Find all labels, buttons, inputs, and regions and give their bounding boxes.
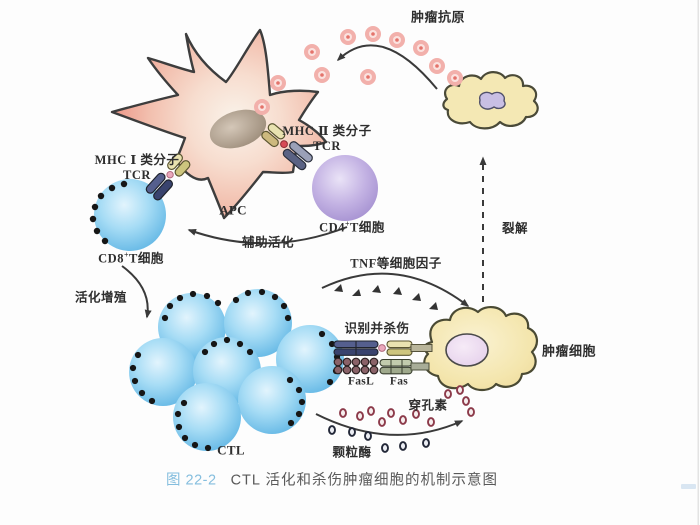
lysis-label: 裂解 — [501, 221, 529, 236]
antigen-dot — [254, 26, 463, 115]
apc-nucleus — [209, 109, 267, 149]
plus-sup: + — [344, 219, 351, 229]
apc-label: APC — [219, 202, 247, 218]
tumor-cell-nucleus — [445, 333, 489, 367]
activation-proliferation-label: 活化增殖 — [74, 290, 128, 305]
perforin-arrow — [315, 413, 464, 436]
fas-label: Fas — [389, 375, 409, 388]
proliferation-arrow — [121, 265, 152, 319]
ctl-cell — [224, 289, 292, 357]
cd8-t-cell — [89, 179, 166, 251]
tcr-mhc-synapse — [333, 340, 433, 356]
mhc1-label: MHC Ⅰ 类分子 — [94, 153, 180, 167]
plus-sup: + — [123, 250, 130, 260]
cd4-prefix: CD4 — [319, 220, 345, 235]
cd8-t-cell-label: CD8+T细胞 — [98, 250, 164, 267]
fasl-label: FasL — [347, 375, 375, 388]
figure-number: 图 22-2 — [166, 472, 217, 489]
tumor-cell-label: 肿瘤细胞 — [541, 343, 597, 359]
granzyme-granules — [328, 425, 430, 453]
t-cell-suffix: T细胞 — [350, 220, 385, 235]
perforin-label: 穿孔素 — [408, 398, 448, 413]
ctl-cell — [173, 383, 241, 451]
cd4-t-cell-label: CD4+T细胞 — [319, 219, 385, 236]
figure-title: CTL 活化和杀伤肿瘤细胞的机制示意图 — [230, 472, 498, 489]
t-cell-suffix: T细胞 — [129, 251, 164, 266]
mhc2-tcr-label: MHC Ⅱ 类分子 TCR — [282, 124, 371, 154]
helper-activation-label: 辅助活化 — [241, 235, 295, 250]
dying-tumor-cell — [442, 71, 539, 130]
mhc1-tcr-label: MHC Ⅰ 类分子 TCR — [95, 153, 180, 183]
tnf-cytokines-label: TNF等细胞因子 — [350, 256, 442, 271]
granzyme-label: 颗粒酶 — [332, 445, 372, 460]
tcr-label-lower: TCR — [123, 168, 151, 182]
perforin-granules — [339, 385, 475, 427]
antigen-release-arrow — [336, 44, 438, 90]
ctl-cluster — [129, 288, 344, 452]
tnf-particles — [334, 284, 438, 310]
mhc2-tcr-complex — [261, 123, 313, 171]
cd8-prefix: CD8 — [98, 251, 124, 266]
dying-cell-nucleus — [479, 91, 506, 110]
apc-cell — [110, 28, 328, 220]
page-edge-line — [697, 0, 699, 525]
ctl-label: CTL — [217, 442, 245, 458]
tumor-antigen-label: 肿瘤抗原 — [410, 9, 466, 25]
ctl-cell — [238, 366, 306, 434]
tumor-cell — [423, 306, 538, 392]
tcr-label-upper: TCR — [313, 139, 341, 153]
mhc2-label: MHC Ⅱ 类分子 — [282, 124, 372, 138]
cd4-t-cell — [312, 155, 378, 221]
cd8-granule-dots — [89, 180, 128, 245]
tumor-antigen-dots — [254, 26, 463, 115]
ctl-cell — [129, 338, 197, 406]
fasl-fas-synapse — [333, 357, 430, 375]
mhc1-tcr-complex — [145, 153, 191, 201]
figure-caption: 图 22-2 CTL 活化和杀伤肿瘤细胞的机制示意图 — [166, 469, 498, 490]
watermark-mark — [681, 484, 696, 489]
tnf-arrow — [321, 272, 470, 307]
recognize-kill-label: 识别并杀伤 — [344, 321, 410, 336]
helper-activation-arrow — [187, 226, 348, 245]
